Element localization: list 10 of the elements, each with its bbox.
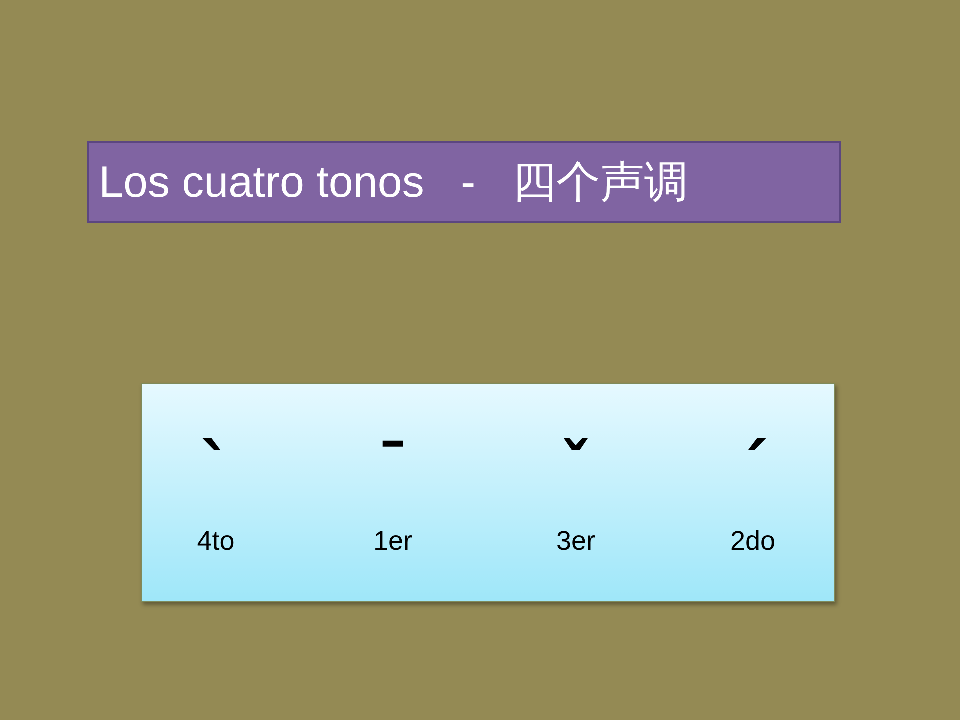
tone-label: 1er [373,528,413,555]
tone-label: 3er [556,528,596,555]
tone-panel [141,383,835,602]
tone-label: 2do [730,528,776,555]
title-banner: Los cuatro tonos - 四个声调 [87,141,841,223]
tone-mark: ˊ [736,436,770,502]
tone-mark: ˋ [200,436,232,502]
tone-label: 4to [197,528,235,555]
tone-mark: ˉ [376,436,410,502]
tone-mark: ˇ [560,436,592,502]
